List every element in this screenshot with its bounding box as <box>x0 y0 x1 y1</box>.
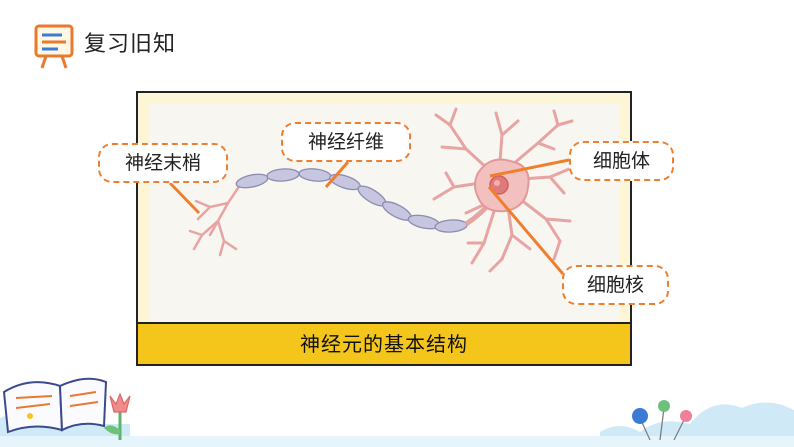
label-nerve-endings: 神经末梢 <box>98 143 228 183</box>
label-nucleus: 细胞核 <box>562 265 669 305</box>
myelin-sheath-segments <box>235 168 468 233</box>
cloud-decoration <box>0 411 130 447</box>
balloon-decoration <box>632 400 692 441</box>
label-nerve-fiber: 神经纤维 <box>281 122 411 162</box>
book-icon <box>2 377 108 434</box>
page-title: 复习旧知 <box>84 32 177 57</box>
cloud-decoration <box>600 402 794 447</box>
axon-terminal-branches <box>188 183 242 257</box>
label-cell-body: 细胞体 <box>569 141 674 181</box>
figure-caption: 神经元的基本结构 <box>138 322 630 364</box>
flower-decoration <box>104 392 131 440</box>
blackboard-icon <box>34 24 74 69</box>
